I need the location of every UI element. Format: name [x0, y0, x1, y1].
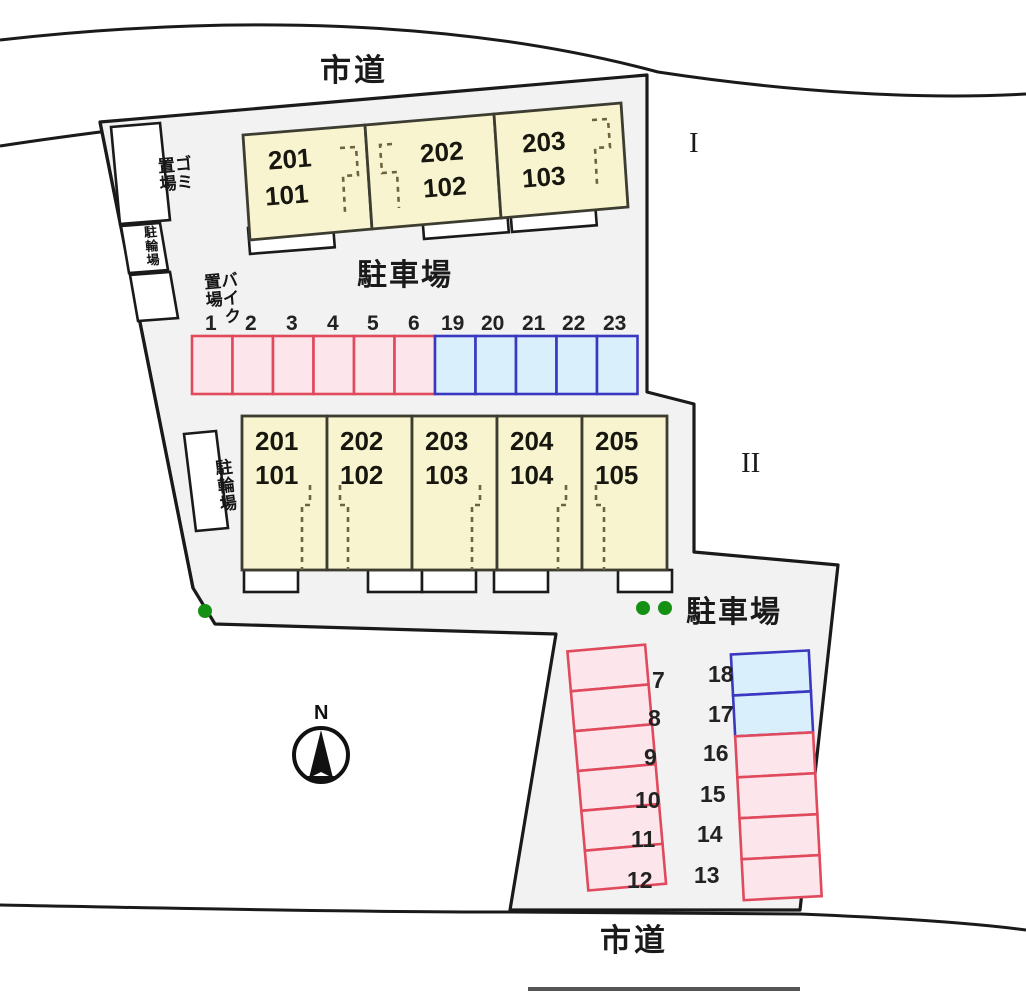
road-north-upper-edge: [0, 23, 1026, 98]
facility-gomi-okiba-box: [109, 121, 172, 226]
marker-dot-south-b: [658, 601, 672, 615]
parking-stall-label-10[interactable]: 10: [635, 787, 661, 813]
building-2-unit-204: 204: [510, 426, 554, 456]
parking-stall-label-2[interactable]: 2: [245, 312, 257, 335]
building-2-entrance-boxes: [242, 568, 674, 594]
parking-stall-label-18[interactable]: 18: [708, 661, 734, 687]
building-1-marker: I: [689, 127, 699, 159]
facility-chuurinjo-west-box: [182, 429, 230, 533]
facility-label-chuurinjo-north: 駐輪場: [141, 224, 161, 268]
parking-lot-south-label: 駐車場: [686, 596, 782, 629]
marker-dot-west: [198, 604, 212, 618]
building-1-unit-202: 202: [418, 135, 465, 169]
facility-baiku-okiba-box: [128, 270, 180, 323]
building-2-unit-202: 202: [340, 426, 384, 456]
parking-stall-label-6[interactable]: 6: [408, 312, 420, 335]
building-2-unit-205: 205: [595, 426, 639, 456]
building-2-unit-103: 103: [425, 460, 469, 490]
parking-stall-label-5[interactable]: 5: [367, 312, 379, 335]
parking-stall-label-9[interactable]: 9: [644, 744, 657, 770]
parking-stall-label-8[interactable]: 8: [648, 705, 661, 731]
road-south-label: 市道: [600, 923, 668, 958]
building-2-unit-201: 201: [255, 426, 299, 456]
building-1-unit-203: 203: [520, 125, 567, 159]
parking-stall-label-1[interactable]: 1: [205, 312, 217, 335]
parking-stall-label-7[interactable]: 7: [652, 667, 665, 693]
parking-row-north: [190, 334, 639, 396]
building-2-unit-104: 104: [510, 460, 554, 490]
compass-north-label: N: [314, 702, 329, 724]
facility-label-gomi-okiba: ゴミ 置場: [154, 154, 194, 194]
parking-stall-label-23[interactable]: 23: [603, 312, 627, 335]
building-2-marker: II: [741, 447, 761, 479]
site-west-edge: [98, 121, 195, 589]
facility-chuurinjo-north-box: [119, 221, 170, 275]
parking-stall-label-21[interactable]: 21: [522, 312, 546, 335]
building-1-unit-102: 102: [421, 170, 468, 204]
building-1-unit-201: 201: [266, 142, 313, 176]
parking-stall-label-12[interactable]: 12: [627, 867, 653, 893]
parking-stall-label-3[interactable]: 3: [286, 312, 298, 335]
parking-stall-label-4[interactable]: 4: [327, 312, 339, 335]
parking-stall-label-13[interactable]: 13: [694, 862, 720, 888]
road-south-upper-edge: [0, 903, 1026, 932]
building-2-unit-105: 105: [595, 460, 639, 490]
parking-stall-label-15[interactable]: 15: [700, 781, 726, 807]
building-2-unit-102: 102: [340, 460, 384, 490]
building-1-unit-103: 103: [520, 160, 567, 194]
parking-stall-label-20[interactable]: 20: [481, 312, 505, 335]
parking-south-right-column: [729, 649, 824, 902]
building-1-body: [241, 101, 630, 242]
building-1-unit-101: 101: [263, 178, 310, 212]
marker-dot-south-a: [636, 601, 650, 615]
parking-lot-north-label: 駐車場: [357, 259, 453, 292]
parking-stall-label-22[interactable]: 22: [562, 312, 586, 335]
parking-stall-label-14[interactable]: 14: [697, 821, 723, 847]
road-north-label: 市道: [320, 53, 388, 88]
building-2-unit-101: 101: [255, 460, 299, 490]
building-2-unit-203: 203: [425, 426, 469, 456]
compass-rose-graphic: [292, 726, 350, 784]
parking-stall-label-11[interactable]: 11: [631, 826, 656, 852]
parking-stall-label-17[interactable]: 17: [708, 701, 734, 727]
building-2-body: [240, 414, 669, 572]
parking-stall-label-16[interactable]: 16: [703, 740, 729, 766]
parking-stall-label-19[interactable]: 19: [441, 312, 465, 335]
parking-south-left-column: [566, 643, 668, 892]
